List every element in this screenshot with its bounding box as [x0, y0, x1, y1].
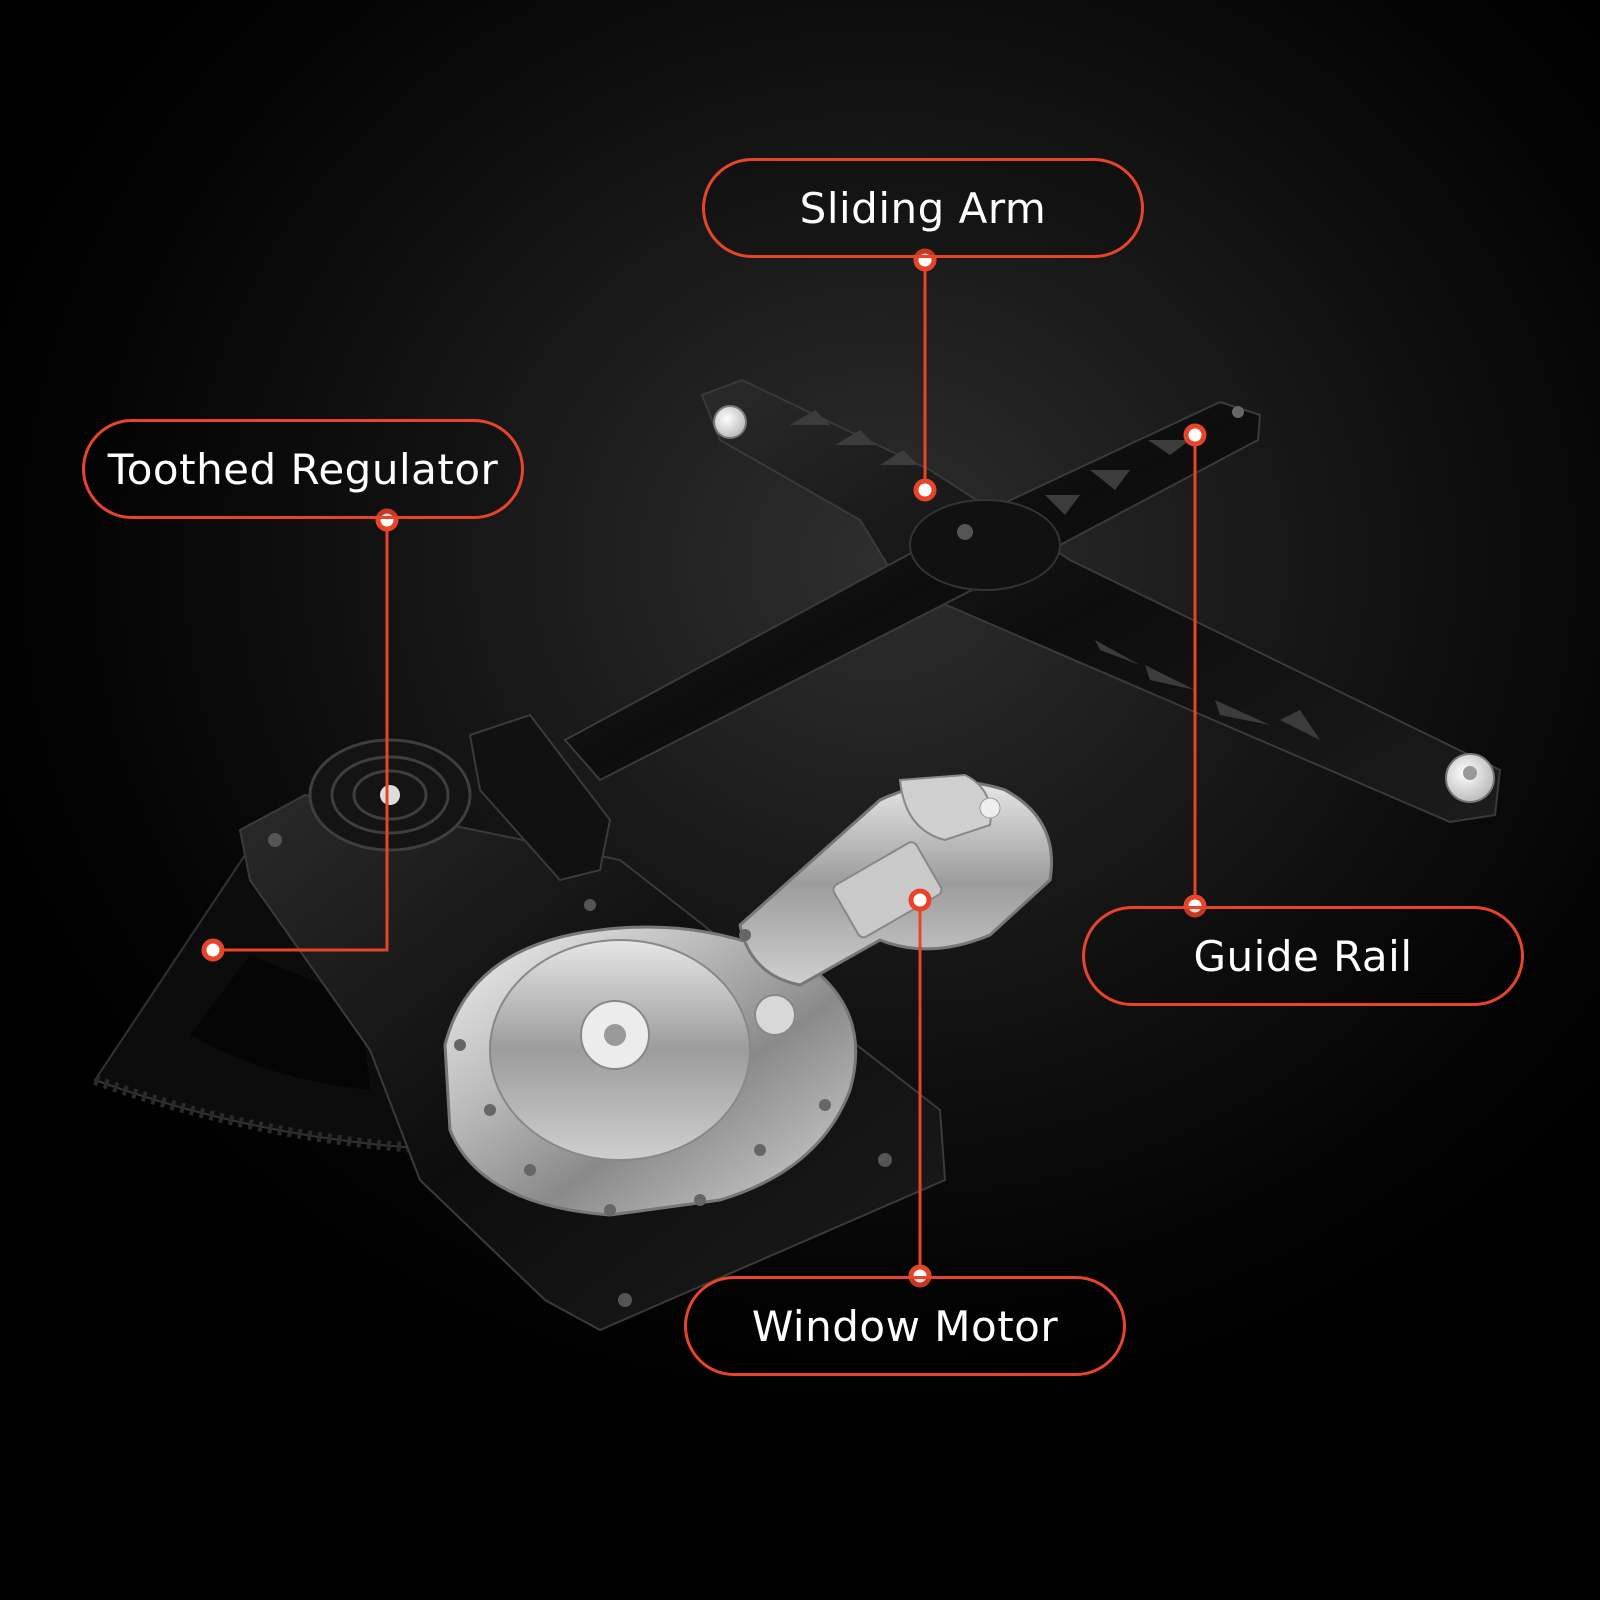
- sliding-arm-callout: Sliding Arm: [702, 158, 1144, 258]
- spring-coil-part: [308, 738, 472, 852]
- toothed-regulator-callout: Toothed Regulator: [82, 419, 524, 519]
- window-motor-label: Window Motor: [751, 1301, 1059, 1351]
- toothed-regulator-dot-top: [375, 508, 399, 532]
- toothed-regulator-leader: [213, 520, 389, 952]
- sliding-arm-label: Sliding Arm: [799, 183, 1047, 233]
- window-motor-part: [443, 773, 1053, 1217]
- guide-rail-callout: Guide Rail: [1082, 906, 1524, 1006]
- guide-rail-dot-top: [1183, 423, 1207, 447]
- toothed-regulator-dot-bottom: [201, 938, 225, 962]
- sliding-arm-part: [563, 400, 1262, 782]
- leader-lines: [213, 260, 1197, 1276]
- sliding-arm-dot-bottom: [913, 478, 937, 502]
- window-motor-dot-top: [908, 888, 932, 912]
- toothed-regulator-label: Toothed Regulator: [107, 444, 499, 494]
- window-motor-callout: Window Motor: [684, 1276, 1126, 1376]
- guide-rail-label: Guide Rail: [1193, 931, 1413, 981]
- guide-rail-part: [700, 378, 1502, 824]
- bracket-part: [468, 713, 612, 882]
